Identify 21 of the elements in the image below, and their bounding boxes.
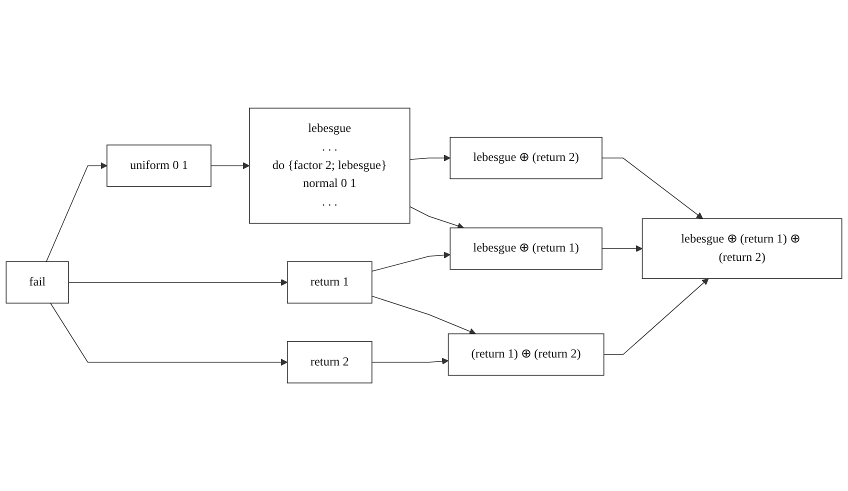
node-box: (return 1) ⊕ (return 2): [448, 333, 604, 376]
node-box: fail: [6, 261, 69, 304]
node-box: lebesgue ⊕ (return 1) ⊕ (return 2): [642, 218, 842, 279]
node-box: return 2: [286, 341, 372, 384]
node-box: uniform 0 1: [106, 144, 212, 187]
arrow: [50, 302, 288, 366]
arrow: [372, 358, 449, 365]
arrow: [602, 158, 704, 219]
arrow: [410, 206, 464, 230]
node-box: return 1: [286, 261, 372, 304]
arrow: [604, 278, 709, 355]
arrow: [46, 162, 108, 262]
arrow: [602, 245, 643, 252]
node-box: lebesgue ⊕ (return 1): [450, 227, 602, 270]
arrow: [410, 154, 450, 162]
arrow: [372, 296, 476, 335]
arrow: [210, 162, 250, 170]
node-box: lebesgue ⊕ (return 2): [450, 136, 602, 180]
node-box: lebesgue . . . do {factor 2; lebesgue} normal 0 1 . . .: [249, 108, 410, 224]
arrow: [68, 278, 288, 286]
arrow: [372, 252, 450, 272]
